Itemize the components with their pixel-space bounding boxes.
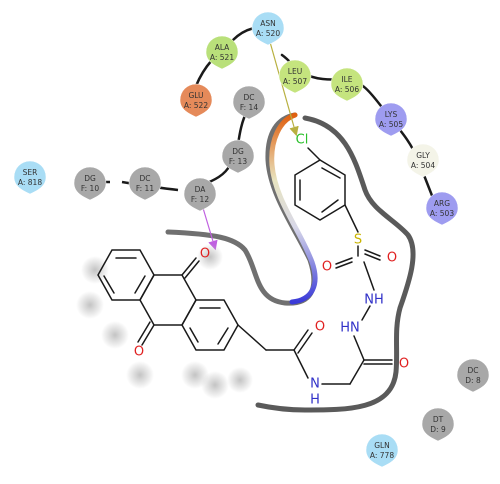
residue-id: A: 505 xyxy=(379,120,403,129)
residue-disk xyxy=(251,11,285,46)
residue-id: A: 818 xyxy=(18,178,42,187)
residue-name: DG xyxy=(232,147,244,156)
anthraquinone-core xyxy=(97,249,239,351)
residue-da12: DAF: 12 xyxy=(183,177,217,212)
residue-id: F: 12 xyxy=(191,195,209,204)
residue-dc8: DCD: 8 xyxy=(456,358,490,393)
residue-id: A: 507 xyxy=(283,77,307,86)
residue-disk xyxy=(456,358,490,393)
backbone-ala-glu xyxy=(194,59,213,87)
residue-name: DT xyxy=(433,415,444,424)
pocket-outline-colored xyxy=(269,112,318,305)
residue-name: DA xyxy=(195,185,207,194)
residue-name: DC xyxy=(467,366,478,375)
hydrazide-nh-upper: NH xyxy=(364,293,384,308)
residue-name: ASN xyxy=(260,19,276,28)
residue-disk xyxy=(13,160,47,195)
residue-dt9: DTD: 9 xyxy=(421,407,455,442)
residue-name: GLU xyxy=(188,91,203,100)
amide-linker xyxy=(237,305,393,385)
residue-dg10: DGF: 10 xyxy=(73,166,107,201)
hbond-asn520-cl xyxy=(269,41,299,137)
residue-id: A: 522 xyxy=(184,101,208,110)
residue-disk xyxy=(183,177,217,212)
residue-name: LYS xyxy=(385,110,398,119)
contact-da12-ring xyxy=(202,207,218,251)
residue-id: A: 506 xyxy=(335,85,359,94)
sulfonyl-oxygen-left: O xyxy=(322,260,332,275)
residue-disk xyxy=(128,166,162,201)
residue-name: GLN xyxy=(374,441,390,450)
residue-name: DC xyxy=(243,93,254,102)
glycine-carbonyl-oxygen: O xyxy=(399,357,409,372)
sulfur-atom: S xyxy=(354,233,362,248)
amide-hydrogen: H xyxy=(310,393,320,408)
residue-disk xyxy=(421,407,455,442)
chlorine-atom: Cl xyxy=(296,133,309,148)
residue-dc14: DCF: 14 xyxy=(232,85,266,120)
amide-nitrogen: N xyxy=(310,377,320,392)
residue-disk xyxy=(179,83,213,118)
residue-id: F: 14 xyxy=(240,103,258,112)
residue-name: DG xyxy=(84,174,96,183)
residue-disk xyxy=(232,85,266,120)
residue-dc11: DCF: 11 xyxy=(128,166,162,201)
residue-disk xyxy=(365,433,399,468)
residue-disk xyxy=(425,191,459,226)
residue-id: D: 8 xyxy=(465,376,481,385)
residue-id: F: 13 xyxy=(229,157,247,166)
residue-disk xyxy=(73,166,107,201)
amide-carbonyl-oxygen: O xyxy=(315,320,325,335)
residue-dg13: DGF: 13 xyxy=(221,139,255,174)
residue-id: D: 9 xyxy=(430,425,446,434)
residue-disk xyxy=(278,59,312,94)
residue-id: A: 521 xyxy=(210,53,234,62)
residue-name: ALA xyxy=(215,43,230,52)
residue-id: F: 10 xyxy=(81,184,99,193)
residue-disk xyxy=(406,143,440,178)
residue-name: LEU xyxy=(288,67,302,76)
residue-id: A: 503 xyxy=(430,209,454,218)
residue-id: A: 778 xyxy=(370,451,394,460)
residue-id: A: 504 xyxy=(411,161,435,170)
residue-name: DC xyxy=(139,174,150,183)
residue-id: A: 520 xyxy=(256,29,280,38)
residue-name: ARG xyxy=(434,199,450,208)
residue-id: F: 11 xyxy=(136,184,154,193)
pocket-outline-right xyxy=(255,115,416,413)
residue-name: GLY xyxy=(416,151,430,160)
residue-disk xyxy=(221,139,255,174)
residue-disk xyxy=(205,35,239,70)
sulfonyl-oxygen-right: O xyxy=(387,251,397,266)
residue-name: SER xyxy=(23,168,38,177)
hydrazide-nh-lower: HN xyxy=(340,321,360,336)
quinone-oxygen-bottom: O xyxy=(134,345,144,360)
solvent-exposure-halos xyxy=(76,244,253,399)
quinone-oxygen-top: O xyxy=(200,247,210,262)
chlorophenyl-ring xyxy=(294,147,381,291)
residue-name: ILE xyxy=(341,75,352,84)
residue-disk xyxy=(374,102,408,137)
residue-disk xyxy=(330,67,364,102)
